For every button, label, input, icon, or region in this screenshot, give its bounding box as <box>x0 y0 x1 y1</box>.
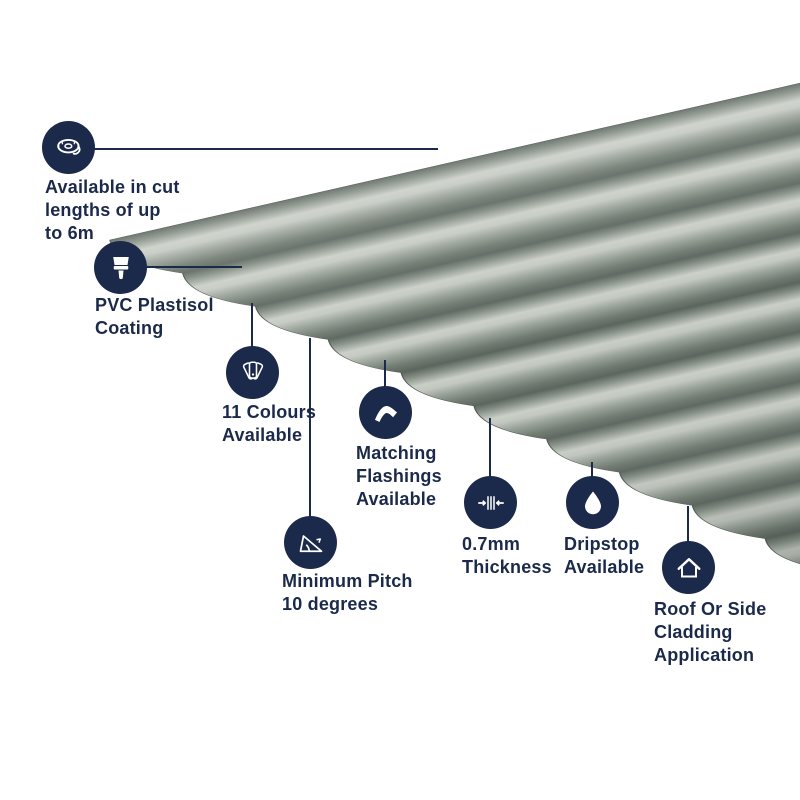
connector-line <box>687 506 689 542</box>
feature-label: PVC Plastisol Coating <box>95 295 214 338</box>
flashing-icon <box>374 405 397 422</box>
feature-label: 11 Colours Available <box>222 402 317 445</box>
connector-line <box>591 462 593 477</box>
connector-line <box>120 266 242 268</box>
pitch-angle-icon <box>299 534 322 552</box>
feature-badge <box>464 476 517 529</box>
connector-line <box>309 338 311 517</box>
droplet-icon <box>584 491 601 514</box>
thickness-icon <box>477 495 504 510</box>
feature-badge <box>284 516 337 569</box>
feature-label: Matching Flashings Available <box>356 443 442 509</box>
feature-badge <box>359 386 412 439</box>
house-icon <box>677 557 700 577</box>
connector-line <box>384 360 386 391</box>
feature-label: Dripstop Available <box>564 534 645 577</box>
feature-label: Available in cut lengths of up to 6m <box>45 177 180 243</box>
feature-badge <box>566 476 619 529</box>
feature-badge <box>226 346 279 399</box>
connector-line <box>68 148 438 150</box>
feature-label: 0.7mm Thickness <box>462 534 552 577</box>
feature-label: Roof Or Side Cladding Application <box>654 599 767 665</box>
connector-line <box>489 418 491 478</box>
paintbrush-icon <box>112 256 129 279</box>
feature-badge <box>42 121 95 174</box>
feature-label: Minimum Pitch 10 degrees <box>282 571 413 614</box>
feature-badge <box>94 241 147 294</box>
colour-swatch-icon <box>242 360 263 380</box>
connector-line <box>251 303 253 351</box>
tape-measure-icon <box>56 138 80 155</box>
feature-badge <box>662 541 715 594</box>
